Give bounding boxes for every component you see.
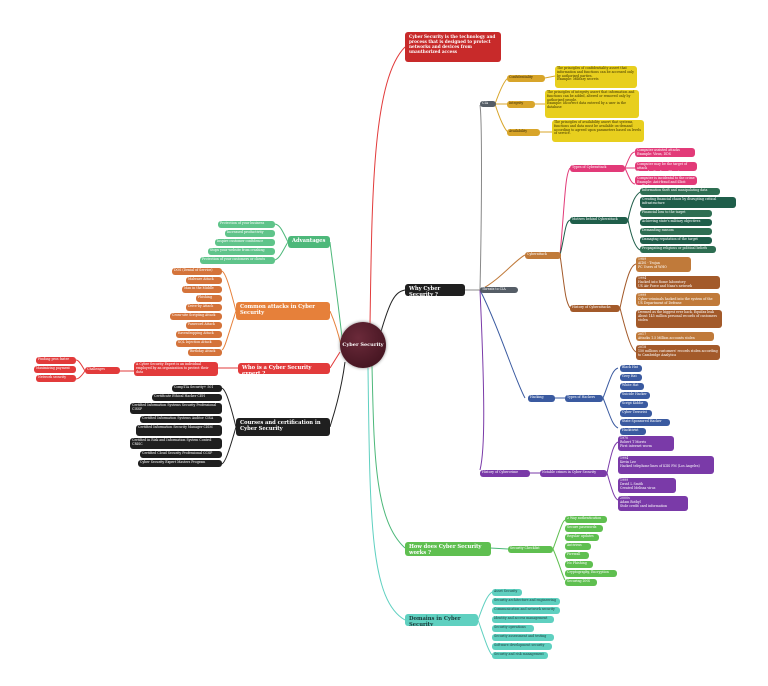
integrity-desc: The principles of integrity assert that … [545, 90, 639, 118]
course-4[interactable]: Certified Information Systems Auditor CI… [140, 416, 222, 423]
hacker-type-5[interactable]: Script Kiddie [620, 401, 648, 408]
attack-4[interactable]: Phishing [196, 295, 222, 302]
course-3[interactable]: Certified Information Systems Security P… [130, 403, 222, 414]
hacking-node[interactable]: Hacking [528, 395, 555, 402]
why-cyber-security-node[interactable]: Why Cyber Security ? [405, 284, 465, 296]
motive-7[interactable]: Propagating religious or political belie… [640, 246, 716, 253]
domain-1[interactable]: Asset Security [492, 589, 522, 596]
definition-node[interactable]: Cyber Security is the technology and pro… [405, 32, 501, 62]
challenge-3[interactable]: Network security [36, 375, 76, 382]
cia-node[interactable]: CIA [480, 101, 496, 107]
domain-5[interactable]: Security operations [492, 625, 534, 632]
history-attack-4[interactable]: Deemed as the biggest ever hack, Equifax… [636, 310, 722, 328]
motive-6[interactable]: Damaging reputation of the target [640, 237, 712, 244]
challenges-node[interactable]: Challenges [85, 367, 120, 374]
attack-1[interactable]: DOS (Denial of Service) [172, 268, 222, 275]
hacker-type-7[interactable]: State Sponsored Hacker [620, 419, 670, 426]
expert-node[interactable]: Who is a Cyber Security expert ? [238, 363, 330, 374]
confidentiality-desc: The principles of confidentiality assert… [555, 66, 637, 88]
checklist-item-5[interactable]: Firewall [565, 552, 589, 559]
hacker-type-8[interactable]: Hacktivist [620, 428, 646, 435]
history-attack-2[interactable]: 1994 Hacked into Rome laboratory US Air … [636, 276, 720, 289]
threats-node[interactable]: Threats to CIA [480, 287, 518, 293]
attack-10[interactable]: Birthday Attack [188, 349, 222, 356]
availability-desc: The principles of availability assert th… [552, 120, 644, 142]
motives-node[interactable]: Motives behind Cyberattack [570, 217, 628, 224]
attack-7[interactable]: Password Attack [186, 322, 222, 329]
advantages-node[interactable]: Advantages [288, 236, 330, 248]
hacker-type-6[interactable]: Cyber Terrorist [620, 410, 652, 417]
attack-8[interactable]: Eavesdropping Attack [176, 331, 222, 338]
advantage-1[interactable]: Protection of your business [218, 221, 275, 228]
checklist-item-4[interactable]: Antivirus [565, 543, 591, 550]
hacker-type-3[interactable]: White Hat [620, 383, 644, 390]
checklist-item-3[interactable]: Regular updates [565, 534, 599, 541]
domain-7[interactable]: Software development security [492, 643, 552, 650]
motive-2[interactable]: Creating financial chaos by disrupting c… [640, 197, 736, 208]
history-attack-6[interactable]: 2018 150 millions customers' records sto… [636, 345, 720, 360]
attack-2[interactable]: Malware Attack [186, 277, 222, 284]
course-6[interactable]: Certified in Risk and Information System… [130, 438, 222, 449]
motive-5[interactable]: Demanding ransom [640, 228, 712, 235]
attack-5[interactable]: Drive-by Attack [186, 304, 222, 311]
advantage-3[interactable]: Inspire customer confidence [215, 239, 275, 246]
history-attack-5[interactable]: 2017 Attacks 1.5 Million accounts stolen [636, 332, 714, 341]
course-1[interactable]: CompTIA Security+ 501 [172, 385, 222, 392]
domain-2[interactable]: Security architecture and engineering [492, 598, 560, 605]
types-of-hackers-node[interactable]: Types of Hackers [565, 395, 603, 402]
advantage-2[interactable]: Increased productivity [225, 230, 275, 237]
motive-4[interactable]: Achieving state's military objectives [640, 219, 712, 226]
attack-type-1[interactable]: Computer assisted attacks Example: Virus… [635, 148, 695, 157]
motive-1[interactable]: Information theft and manipulating data [640, 188, 720, 195]
courses-node[interactable]: Courses and certification in Cyber Secur… [236, 418, 330, 436]
attack-type-3[interactable]: Computer is incidental to the crime Exam… [635, 176, 697, 185]
domain-6[interactable]: Security assessment and testing [492, 634, 554, 641]
domains-node[interactable]: Domains in Cyber Security [405, 614, 478, 626]
domain-3[interactable]: Communication and network security [492, 607, 560, 614]
attack-6[interactable]: Cross-site Scripting Attack [170, 313, 222, 320]
attack-9[interactable]: SQL Injection Attack [176, 340, 222, 347]
security-checklist-node[interactable]: Security Checklist [508, 546, 553, 553]
expert-desc: A Cyber Security Expert is an individual… [134, 362, 218, 376]
notable-crime-1[interactable]: 1970 Robert T Morris First internet worm [618, 436, 674, 451]
course-5[interactable]: Certified Information Security Manager C… [136, 425, 222, 436]
checklist-item-2[interactable]: Secure passwords [565, 525, 603, 532]
common-attacks-node[interactable]: Common attacks in Cyber Security [236, 302, 330, 320]
notable-crime-2[interactable]: 1994 Kevin Lee Hacked telephone lines of… [618, 456, 714, 474]
central-topic[interactable]: Cyber Security [340, 322, 386, 368]
advantage-5[interactable]: Protection of your customers or clients [200, 257, 275, 264]
challenge-2[interactable]: Maximizing payment [34, 366, 76, 373]
hacker-type-1[interactable]: Black Hat [620, 365, 642, 372]
history-of-cybercrime-node[interactable]: History of Cybercrime [480, 470, 530, 477]
notable-crimes-node[interactable]: Notable crimes in Cyber Security [540, 470, 607, 477]
advantage-4[interactable]: Stops your website from crashing [208, 248, 275, 255]
integrity-node[interactable]: Integrity [507, 101, 535, 108]
hacker-type-4[interactable]: Suicide Hacker [620, 392, 650, 399]
cyberattack-node[interactable]: Cyberattack [525, 252, 561, 259]
how-cyber-security-works-node[interactable]: How does Cyber Security works ? [405, 542, 491, 556]
notable-crime-3[interactable]: 1999 David L Smith Created Melissa virus [618, 478, 676, 493]
course-7[interactable]: Certified Cloud Security Professional CC… [140, 451, 222, 458]
confidentiality-node[interactable]: Confidentiality [507, 75, 545, 82]
types-of-cyberattack-node[interactable]: Types of Cyberattack [570, 165, 625, 172]
checklist-item-1[interactable]: 2 Way authentication [565, 516, 607, 523]
history-attack-3[interactable]: 1999 Cyber-criminals hacked into the sys… [636, 293, 720, 306]
challenge-1[interactable]: Finding pros faster [36, 357, 76, 364]
checklist-item-8[interactable]: Securing DNS [565, 579, 597, 586]
availability-node[interactable]: Availability [507, 129, 540, 136]
checklist-item-7[interactable]: Cryptography, Encryption [565, 570, 617, 577]
history-of-cyberattacks-node[interactable]: History of Cyberattacks [570, 305, 620, 312]
history-attack-1[interactable]: 1989 AIDS - Trojan PC Users of WHO [636, 257, 691, 272]
domain-4[interactable]: Identity and access management [492, 616, 554, 623]
notable-crime-4[interactable]: 2000s Adam Botbyl Stole credit card info… [618, 496, 688, 511]
motive-3[interactable]: Financial loss to the target [640, 210, 712, 217]
hacker-type-2[interactable]: Grey Hat [620, 374, 642, 381]
attack-3[interactable]: Man in the Middle [182, 286, 222, 293]
course-8[interactable]: Cyber Security Expert Masters Program [138, 460, 222, 467]
checklist-item-6[interactable]: No Phishing [565, 561, 593, 568]
course-2[interactable]: Certificate Ethical Hacker CEH [152, 394, 222, 401]
domain-8[interactable]: Security and risk management [492, 652, 548, 659]
attack-type-2[interactable]: Computer may be the target of attack Exa… [635, 162, 697, 171]
